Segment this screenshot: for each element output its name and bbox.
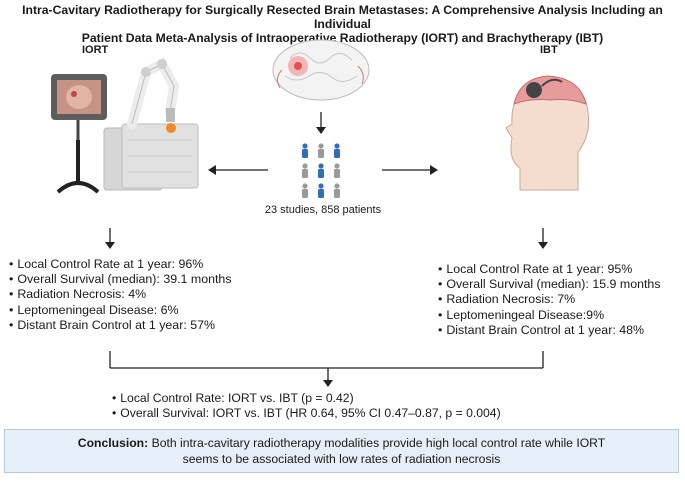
brain-tumor-illustration <box>272 39 370 101</box>
arrow-iort-down <box>105 228 115 249</box>
conclusion-line-2: seems to be associated with low rates of… <box>182 452 501 466</box>
patient-icon-grid <box>302 143 340 198</box>
ibt-label: IBT <box>540 44 558 56</box>
comparison-list: Local Control Rate: IORT vs. IBT (p = 0.… <box>112 391 501 421</box>
iort-label: IORT <box>82 44 109 56</box>
conclusion-text-1: Both intra-cavitary radiotherapy modalit… <box>151 436 606 450</box>
iort-distant-brain-control: Distant Brain Control at 1 year: 57% <box>9 318 232 333</box>
iort-leptomeningeal-disease: Leptomeningeal Disease: 6% <box>9 303 232 318</box>
title-line-1: Intra-Cavitary Radiotherapy for Surgical… <box>22 3 663 31</box>
merge-connector <box>109 351 544 387</box>
ibt-leptomeningeal-disease: Leptomeningeal Disease:9% <box>438 308 661 323</box>
studies-count: 23 studies, 858 patients <box>264 204 382 216</box>
comparison-local-control: Local Control Rate: IORT vs. IBT (p = 0.… <box>112 391 501 406</box>
iort-results-list: Local Control Rate at 1 year: 96% Overal… <box>9 257 232 333</box>
arrow-to-iort <box>208 165 268 175</box>
arrow-brain-to-patients <box>316 112 326 134</box>
conclusion-box: Conclusion: Both intra-cavitary radiothe… <box>4 429 679 473</box>
ibt-radiation-necrosis: Radiation Necrosis: 7% <box>438 292 661 307</box>
iort-device-illustration <box>51 57 199 194</box>
iort-local-control: Local Control Rate at 1 year: 96% <box>9 257 232 272</box>
comparison-overall-survival: Overall Survival: IORT vs. IBT (HR 0.64,… <box>112 406 500 421</box>
conclusion-label: Conclusion: <box>77 436 149 450</box>
title-line-2: Patient Data Meta-Analysis of Intraopera… <box>81 31 604 45</box>
ibt-distant-brain-control: Distant Brain Control at 1 year: 48% <box>438 323 661 338</box>
ibt-results-list: Local Control Rate at 1 year: 95% Overal… <box>438 262 661 338</box>
ibt-head-illustration <box>505 75 590 191</box>
iort-radiation-necrosis: Radiation Necrosis: 4% <box>9 287 232 302</box>
iort-overall-survival: Overall Survival (median): 39.1 months <box>9 272 231 287</box>
conclusion-line-1: Conclusion: Both intra-cavitary radiothe… <box>5 435 678 451</box>
arrow-ibt-down <box>538 228 548 249</box>
ibt-overall-survival: Overall Survival (median): 15.9 months <box>438 277 660 292</box>
diagram-title: Intra-Cavitary Radiotherapy for Surgical… <box>0 3 685 45</box>
arrow-to-ibt <box>382 165 438 175</box>
ibt-local-control: Local Control Rate at 1 year: 95% <box>438 262 661 277</box>
